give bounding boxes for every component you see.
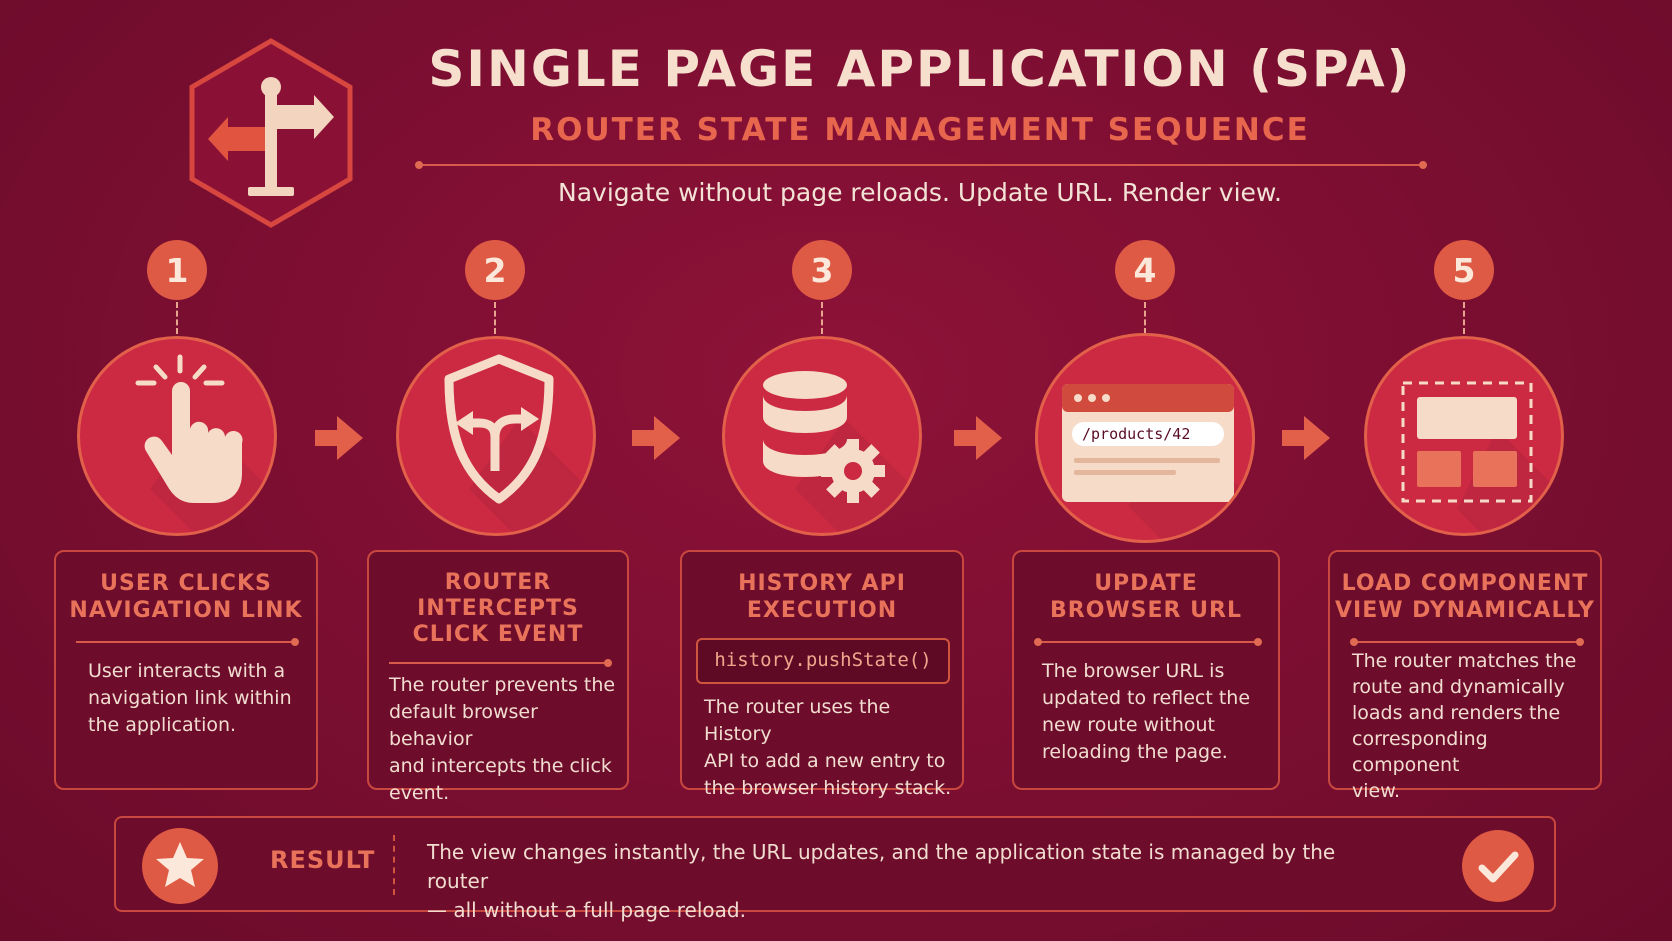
flow-arrow-icon (632, 416, 680, 460)
page-subtitle: ROUTER STATE MANAGEMENT SEQUENCE (530, 112, 1310, 148)
connector-line (1463, 302, 1465, 334)
step-1-icon-circle (77, 336, 277, 536)
step-number-4: 4 (1115, 240, 1175, 300)
star-icon (142, 828, 218, 904)
url-text: /products/42 (1082, 425, 1190, 443)
connector-line (494, 302, 496, 334)
code-snippet: history.pushState() (696, 638, 950, 684)
checkmark-icon (1462, 830, 1534, 902)
database-gear-icon (763, 371, 919, 533)
pointer-hand-icon (135, 354, 274, 533)
card-divider (76, 638, 299, 646)
browser-window-icon: /products/42 (1062, 384, 1252, 540)
step-5-icon-circle (1364, 336, 1564, 536)
flow-arrow-icon (315, 416, 363, 460)
result-label: RESULT (270, 846, 376, 874)
connector-line (821, 302, 823, 334)
card-divider (1350, 638, 1584, 646)
card-divider (1034, 638, 1262, 646)
step-number-3: 3 (792, 240, 852, 300)
connector-line (176, 302, 178, 334)
step-3-icon-circle (722, 336, 922, 536)
step-number-2: 2 (465, 240, 525, 300)
flow-arrow-icon (954, 416, 1002, 460)
step-number-1: 1 (147, 240, 207, 300)
result-text: The view changes instantly, the URL upda… (427, 840, 1336, 922)
flow-arrow-icon (1282, 416, 1330, 460)
header-divider (415, 161, 1427, 169)
step-4-icon-circle: /products/42 (1035, 333, 1255, 543)
tagline: Navigate without page reloads. Update UR… (558, 178, 1282, 207)
result-banner (114, 816, 1556, 912)
shield-fork-arrow-icon (444, 354, 593, 533)
connector-line (1144, 302, 1146, 334)
layout-component-icon (1401, 381, 1561, 533)
page-title: SINGLE PAGE APPLICATION (SPA) (428, 40, 1412, 98)
signpost-logo-icon (178, 35, 364, 231)
card-divider (389, 659, 612, 667)
step-number-5: 5 (1434, 240, 1494, 300)
result-divider (393, 835, 395, 895)
step-2-icon-circle (396, 336, 596, 536)
